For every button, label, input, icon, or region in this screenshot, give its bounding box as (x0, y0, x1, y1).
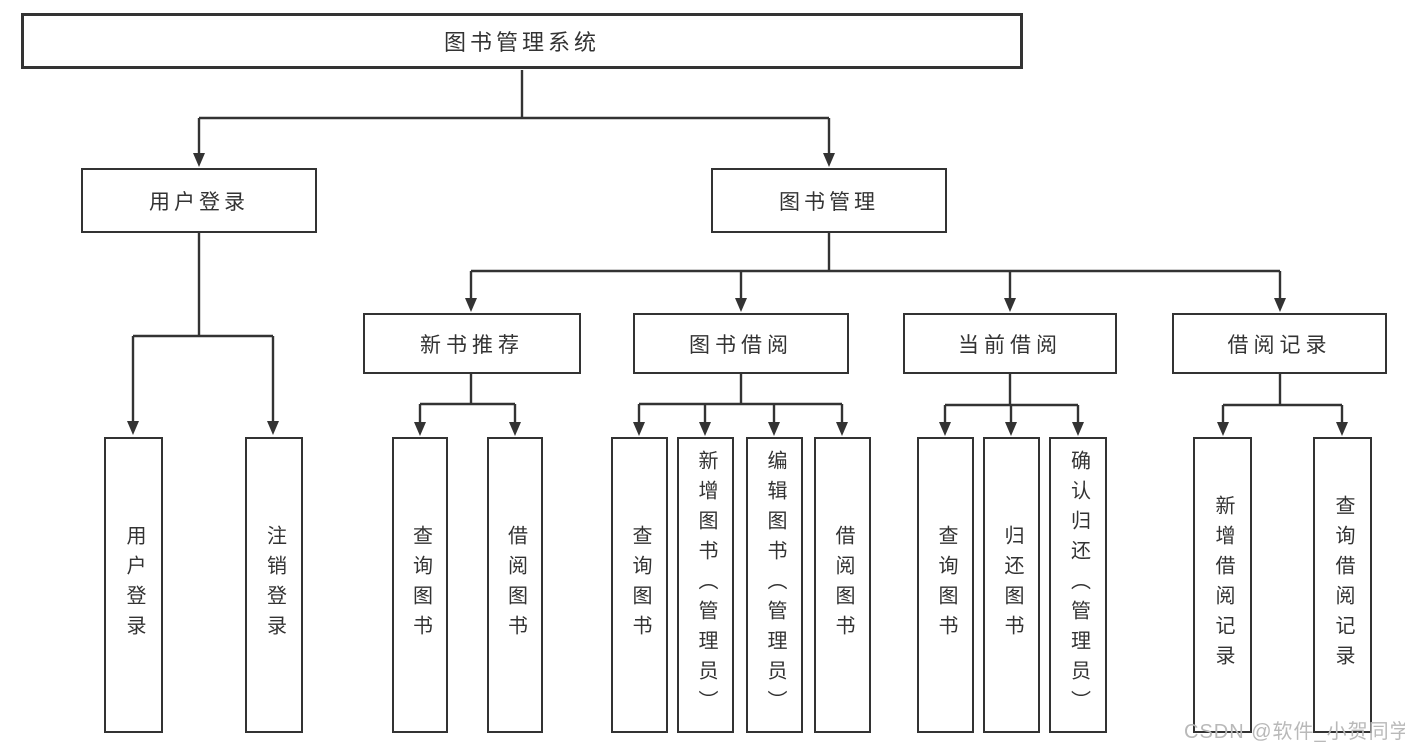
node-book-management: 图书管理 (711, 168, 947, 233)
node-label: 编辑图书（管理员） (764, 450, 786, 720)
node-query-books-recommend: 查询图书 (392, 437, 448, 733)
node-label: 注销登录 (263, 525, 286, 645)
node-label: 新增图书（管理员） (695, 450, 717, 720)
node-label: 借阅图书 (504, 525, 527, 645)
node-borrow-books-borrowing: 借阅图书 (814, 437, 871, 733)
node-confirm-return-admin: 确认归还（管理员） (1049, 437, 1107, 733)
node-label: 当前借阅 (958, 333, 1062, 357)
node-label: 借阅记录 (1227, 333, 1332, 357)
node-query-books-borrowing: 查询图书 (611, 437, 668, 733)
node-label: 新增借阅记录 (1212, 495, 1234, 675)
node-library-system: 图书管理系统 (21, 13, 1023, 69)
node-add-book-admin: 新增图书（管理员） (677, 437, 734, 733)
node-borrow-books-recommend: 借阅图书 (487, 437, 543, 733)
node-borrowing-records: 借阅记录 (1172, 313, 1387, 374)
node-label: 查询借阅记录 (1332, 495, 1354, 675)
node-label: 新书推荐 (420, 333, 524, 357)
node-user-login-group: 用户登录 (81, 168, 317, 233)
connector-paths (131, 70, 1344, 424)
node-edit-book-admin: 编辑图书（管理员） (746, 437, 803, 733)
node-label: 用户登录 (123, 525, 145, 645)
node-label: 用户登录 (149, 190, 249, 214)
node-label: 图书管理系统 (443, 30, 600, 55)
node-label: 确认归还（管理员） (1067, 450, 1090, 720)
node-return-books: 归还图书 (983, 437, 1040, 733)
node-query-borrow-record: 查询借阅记录 (1313, 437, 1372, 733)
node-label: 图书管理 (779, 190, 879, 214)
node-label: 查询图书 (629, 525, 651, 645)
node-label: 查询图书 (935, 525, 957, 645)
node-label: 借阅图书 (832, 525, 854, 645)
arrowheads (127, 153, 1348, 436)
node-label: 归还图书 (1001, 525, 1023, 645)
node-new-book-recommend: 新书推荐 (363, 313, 581, 374)
node-book-borrowing: 图书借阅 (633, 313, 849, 374)
node-logout: 注销登录 (245, 437, 303, 733)
node-current-borrowing: 当前借阅 (903, 313, 1117, 374)
node-add-borrow-record: 新增借阅记录 (1193, 437, 1252, 733)
node-label: 图书借阅 (689, 333, 793, 357)
node-user-login: 用户登录 (104, 437, 163, 733)
csdn-watermark: CSDN @软件_小贺同学 (1184, 721, 1405, 743)
node-label: 查询图书 (409, 525, 432, 645)
node-query-books-current: 查询图书 (917, 437, 974, 733)
